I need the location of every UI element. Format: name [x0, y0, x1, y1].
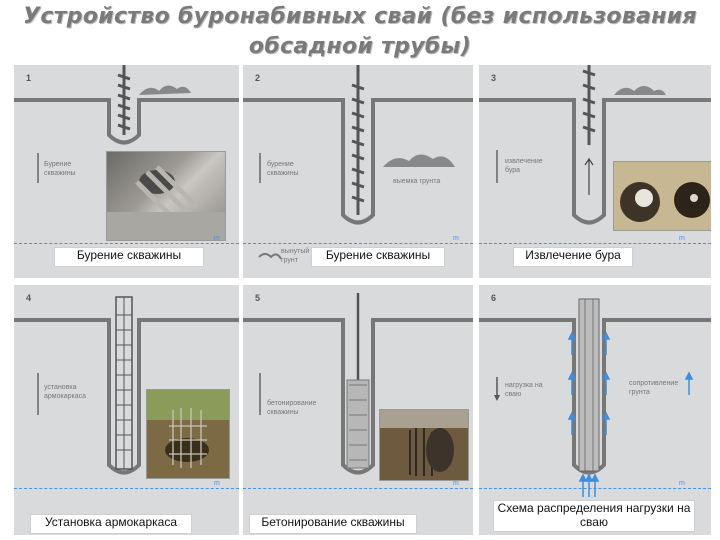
panel-6-mark: m: [679, 480, 685, 487]
panel-5-drawing: [243, 293, 473, 475]
panel-6-drawing: [479, 298, 711, 497]
panel-5-side-label: бетонирование скважины: [267, 400, 317, 416]
panel-6-load-scheme: 6 нагрузка на сваю сопротивление грунта …: [479, 285, 711, 535]
panel-3-dashed-line: [479, 243, 711, 244]
panel-2-dashed-line: [243, 243, 473, 244]
panel-2-caption: Бурение скважины: [311, 247, 445, 267]
panel-6-resistance-label: сопротивление грунта: [629, 380, 679, 396]
panel-1-photo: [106, 151, 226, 241]
panel-2-drilling: 2 бурение скважины выемка грунта вынутый…: [243, 65, 473, 278]
panel-6-caption: Схема распределения нагрузки на сваю: [493, 500, 695, 532]
panel-2-mark: m: [453, 235, 459, 242]
panel-2-side-label: бурение скважины: [267, 161, 299, 177]
panel-3-drawing: [479, 65, 711, 225]
panel-1-caption: Бурение скважины: [54, 247, 204, 267]
panel-4-drawing: [14, 296, 239, 475]
panel-1-dashed-line: [14, 243, 239, 244]
panel-1-number: 1: [26, 73, 32, 83]
panel-3-extraction: 3 извлечение бура m Извлечение бура: [479, 65, 711, 278]
concreting-photo-art: [380, 410, 468, 480]
panel-6-load-label: нагрузка на сваю: [505, 382, 543, 398]
panel-5-concreting: 5 бетонирование скважины m Бетонирование…: [243, 285, 473, 535]
panel-5-photo: [379, 409, 469, 481]
panel-2-soil-label: выемка грунта: [393, 178, 441, 185]
panel-4-number: 4: [26, 293, 32, 303]
panel-5-dashed-line: [243, 488, 473, 489]
panel-5-mark: m: [453, 480, 459, 487]
panel-4-mark: m: [214, 480, 220, 487]
panel-3-number: 3: [491, 73, 497, 83]
panel-3-mark: m: [679, 235, 685, 242]
slide-title: Устройство буронабивных свай (без исполь…: [23, 4, 697, 59]
rebar-photo-art: [147, 390, 229, 478]
panel-3-side-label: извлечение бура: [505, 158, 543, 174]
auger-photo-art: [107, 165, 225, 240]
panel-5-caption: Бетонирование скважины: [249, 514, 417, 534]
panel-4-dashed-line: [14, 488, 239, 489]
panel-3-photo: [613, 161, 711, 231]
panel-1-mark: m: [214, 235, 220, 242]
panel-4-side-label: установка армокаркаса: [44, 384, 86, 400]
panel-2-drawing: [243, 65, 473, 260]
panel-1-side-label: Бурение скважины: [44, 161, 76, 177]
hole-photo-art: [614, 162, 711, 230]
panel-1-drawing: [14, 65, 239, 183]
panel-6-dashed-line: [479, 488, 711, 489]
panel-4-photo: [146, 389, 230, 479]
panel-2-number: 2: [255, 73, 261, 83]
panel-4-caption: Установка армокаркаса: [30, 514, 192, 534]
panel-5-number: 5: [255, 293, 261, 303]
panel-6-number: 6: [491, 293, 497, 303]
panel-2-removed-soil-label: вынутый грунт: [281, 248, 310, 264]
panel-1-drilling: 1 Бурение скважины m Бурение скважины: [14, 65, 239, 278]
panel-4-rebar: 4 установка армокаркаса m Установка армо…: [14, 285, 239, 535]
panel-3-caption: Извлечение бура: [513, 247, 633, 267]
resistance-arrows: [567, 331, 694, 497]
